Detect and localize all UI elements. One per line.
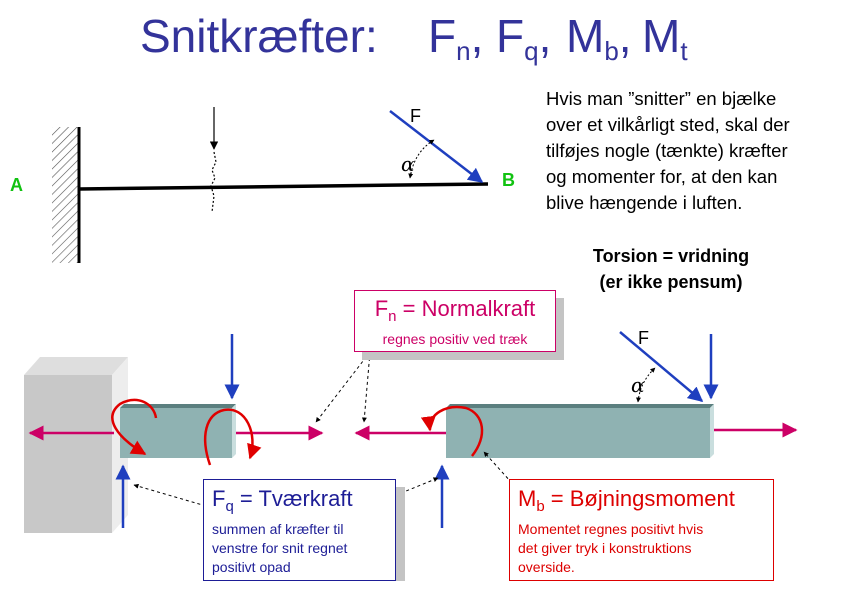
leader-fn-left bbox=[315, 351, 371, 423]
left-beam-top bbox=[120, 404, 236, 408]
description-text: Hvis man ”snitter” en bjælke over et vil… bbox=[546, 86, 841, 216]
description-line: blive hængende i luften. bbox=[546, 192, 743, 213]
title-main: Snitkræfter: bbox=[140, 10, 378, 62]
title-mb: Mb, bbox=[566, 10, 632, 66]
title-mt: Mt bbox=[642, 10, 688, 66]
upper-angle-arc bbox=[408, 139, 435, 179]
shear-force-box: Fq = Tværkraft summen af kræfter til ven… bbox=[203, 479, 396, 581]
shear-force-desc-line: summen af kræfter til bbox=[212, 521, 344, 537]
upper-angle-label: α bbox=[401, 152, 415, 176]
normal-force-heading: Fn = Normalkraft bbox=[374, 296, 536, 325]
shear-force-desc-line: positivt opad bbox=[212, 559, 291, 575]
description-line: Hvis man ”snitter” en bjælke bbox=[546, 88, 777, 109]
normal-force-desc: regnes positiv ved træk bbox=[382, 331, 528, 347]
bending-moment-desc-line: Momentet regnes positivt hvis bbox=[518, 521, 704, 537]
left-beam-end bbox=[232, 404, 236, 458]
upper-beam bbox=[78, 182, 489, 191]
wall-front-face bbox=[24, 375, 112, 533]
bending-moment-desc-line: overside. bbox=[518, 559, 575, 575]
moment-arc-left-piece bbox=[203, 408, 262, 466]
moment-arc-wall bbox=[111, 398, 158, 456]
right-beam-end bbox=[710, 404, 714, 458]
lower-force-arrow bbox=[619, 331, 704, 402]
description-line: over et vilkårligt sted, skal der bbox=[546, 114, 790, 135]
torsion-line: Torsion = vridning bbox=[592, 246, 750, 266]
shear-force-heading: Fq = Tværkraft bbox=[212, 486, 353, 515]
lower-wall bbox=[24, 357, 128, 533]
bending-moment-box: Mb = Bøjningsmoment Momentet regnes posi… bbox=[509, 479, 774, 581]
lower-force-label: F bbox=[638, 328, 649, 348]
torsion-line: (er ikke pensum) bbox=[599, 272, 743, 292]
label-b: B bbox=[502, 170, 515, 190]
lower-angle-label: α bbox=[631, 373, 645, 397]
upper-cut-line bbox=[210, 151, 217, 213]
right-beam-piece bbox=[446, 404, 714, 458]
moment-arrows bbox=[111, 398, 484, 466]
normal-force-box: Fn = Normalkraft regnes positiv ved træk bbox=[354, 290, 556, 352]
title-fn: Fn, bbox=[428, 10, 484, 66]
normal-force-arrows bbox=[28, 422, 798, 441]
page-title: Snitkræfter: Fn, Fq, Mb, Mt bbox=[0, 6, 843, 66]
shear-force-desc-line: venstre for snit regnet bbox=[212, 540, 348, 556]
upper-force-arrow bbox=[389, 110, 484, 183]
leader-fq-left bbox=[133, 483, 207, 507]
description-line: tilføjes nogle (tænkte) kræfter bbox=[546, 140, 788, 161]
upper-force-label: F bbox=[410, 106, 421, 126]
upper-cantilever bbox=[52, 107, 489, 263]
bending-moment-desc-line: det giver tryk i konstruktions bbox=[518, 540, 692, 556]
right-beam-front bbox=[446, 408, 710, 458]
torsion-note: Torsion = vridning (er ikke pensum) bbox=[556, 243, 786, 295]
label-a: A bbox=[10, 175, 23, 195]
leader-fq-right bbox=[383, 477, 439, 501]
shear-force-arrows bbox=[115, 331, 719, 528]
description-line: og momenter for, at den kan bbox=[546, 166, 778, 187]
moment-arc-right-piece bbox=[420, 405, 484, 457]
title-fq: Fq, bbox=[496, 10, 552, 66]
bending-moment-heading: Mb = Bøjningsmoment bbox=[518, 486, 735, 515]
wall-top-face bbox=[24, 357, 128, 375]
upper-wall-hatch bbox=[52, 127, 79, 263]
right-beam-top bbox=[446, 404, 714, 408]
leader-fn-right bbox=[361, 351, 371, 423]
